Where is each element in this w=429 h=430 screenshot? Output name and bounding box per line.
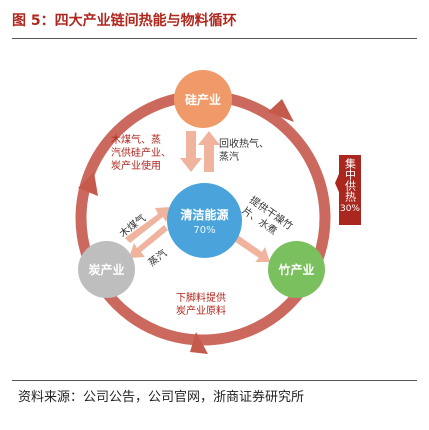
ring-arrowhead-top-right	[268, 99, 294, 122]
node-label: 硅产业	[184, 92, 221, 107]
node-label: 清洁能源	[180, 207, 229, 222]
flow-label-bottom: 下脚料提供 炭产业原料	[176, 293, 226, 317]
flow-label-right-top: 回收热气、 蒸汽	[219, 139, 269, 163]
ring-arrowhead-left	[78, 172, 98, 196]
title-divider	[12, 38, 417, 39]
node-charcoal-industry: 炭产业	[78, 241, 135, 298]
arrow-center-to-top	[198, 131, 220, 172]
figure-title: 图 5：四大产业链间热能与物料循环	[12, 13, 237, 29]
flow-label-left-top: 木煤气、蒸 汽供硅产业、 炭产业使用	[111, 135, 171, 172]
arrow-left-to-center	[125, 207, 171, 243]
arrow-top-to-center	[180, 131, 202, 172]
node-silicon-industry: 硅产业	[174, 70, 232, 128]
arrow-center-to-right	[228, 231, 270, 262]
central-heating-label: 集中供热	[343, 158, 357, 202]
ring-arrowhead-bottom	[190, 332, 208, 354]
node-label: 炭产业	[88, 263, 125, 277]
node-label: 竹产业	[278, 263, 315, 277]
footer-divider	[12, 380, 417, 381]
source-note: 资料来源：公司公告，公司官网，浙商证券研究所	[18, 390, 305, 405]
central-heating-percent: 30%	[339, 204, 360, 214]
node-bamboo-industry: 竹产业	[268, 241, 325, 298]
node-percent: 70%	[193, 224, 216, 236]
node-clean-energy: 清洁能源 70%	[167, 183, 242, 258]
central-heating-box: 集中供热 30%	[339, 155, 361, 225]
arrow-center-to-left	[129, 225, 168, 258]
